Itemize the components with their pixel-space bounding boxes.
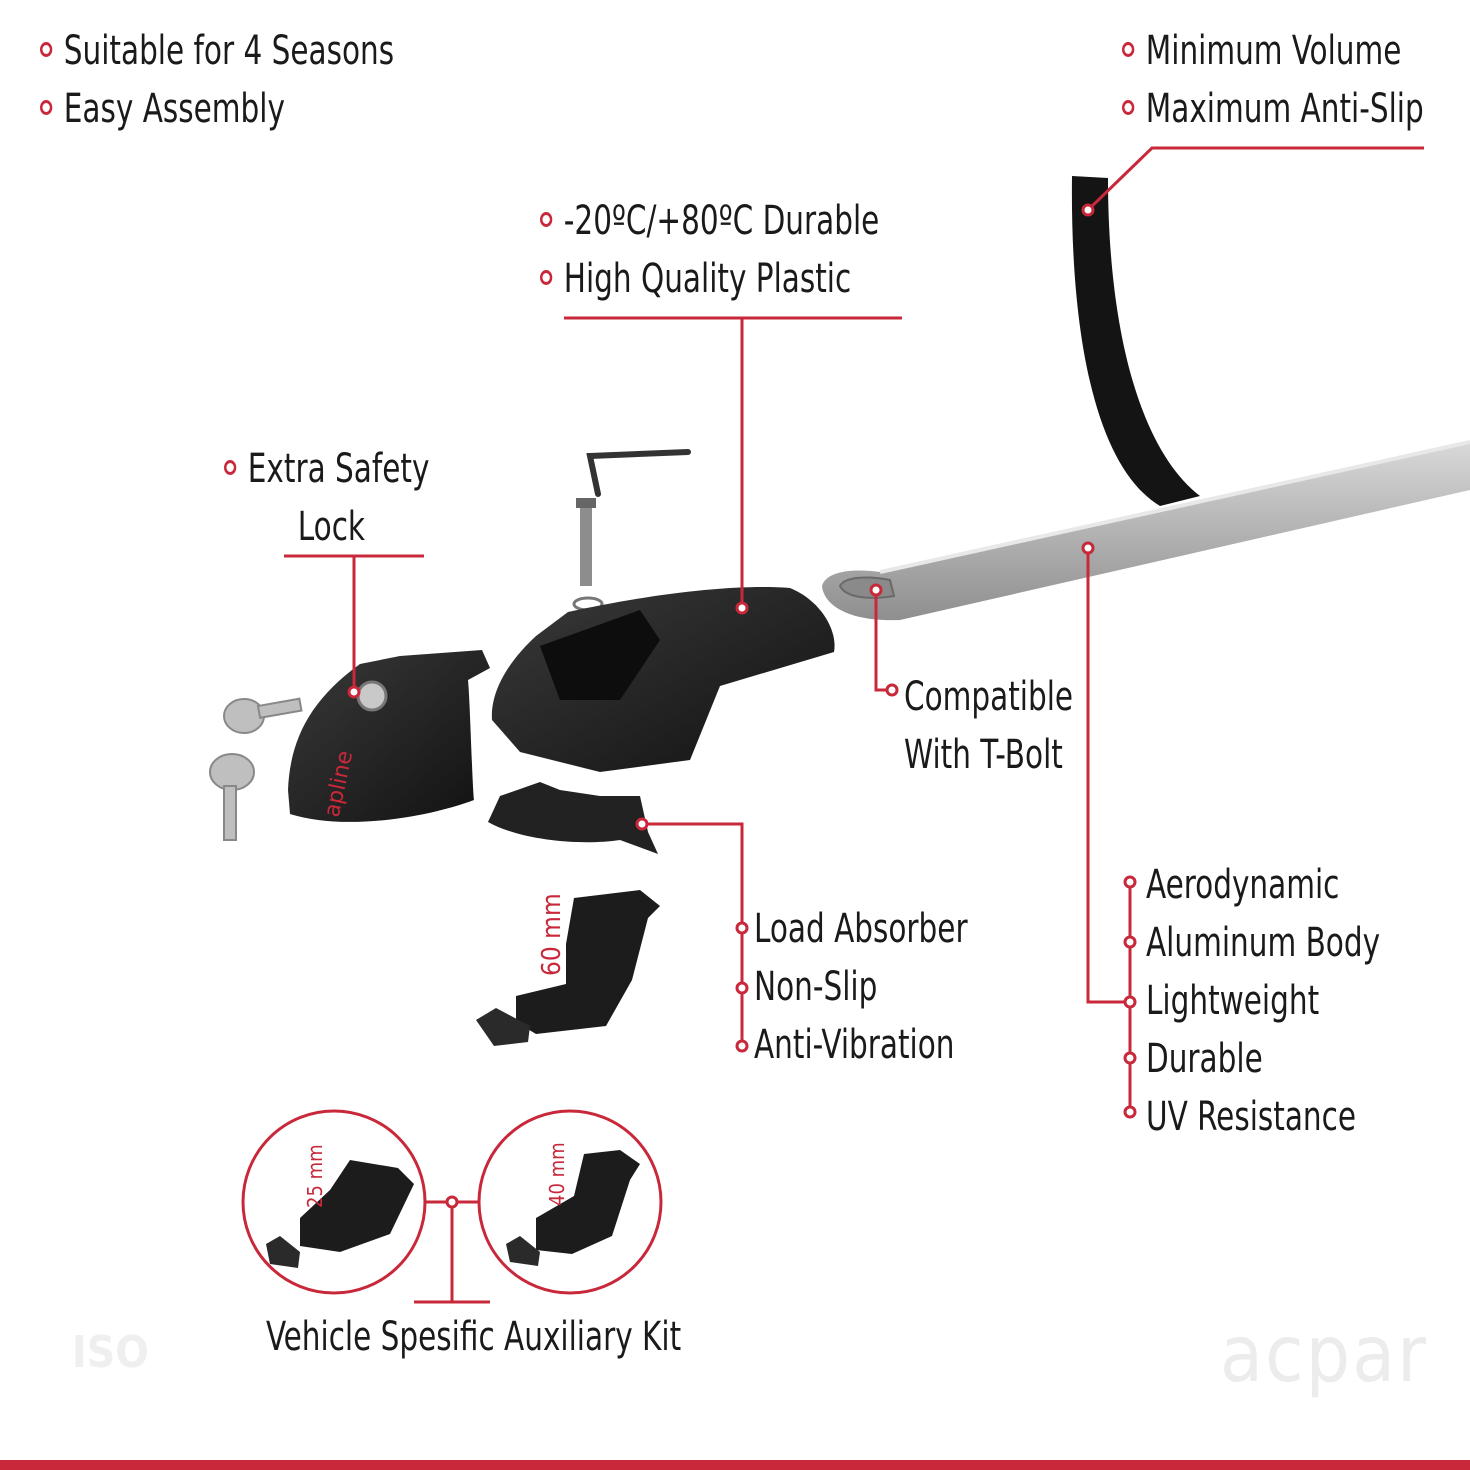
bar-top-highlight [879, 440, 1470, 574]
iso-watermark: ISO [72, 1327, 149, 1378]
feature-item: UV Resistance [1146, 1094, 1357, 1140]
absorber-insert [488, 782, 658, 854]
pad-40mm-size: 40 mm [545, 1142, 569, 1206]
bullet-icon [40, 99, 53, 115]
callout-lock [284, 554, 424, 692]
features-top-right: Minimum Volume Maximum Anti-Slip [1122, 22, 1424, 138]
pad-60mm-base [476, 1008, 530, 1046]
callout-absorber [642, 822, 744, 1046]
pad-25mm [300, 1160, 414, 1252]
pad-40mm [536, 1150, 640, 1254]
feature-item: Easy Assembly [40, 80, 394, 138]
callout-dots [347, 203, 1137, 1209]
feature-item: Durable [1146, 1036, 1263, 1082]
tbolt-label: Compatible With T-Bolt [904, 674, 1074, 778]
feature-item: Aerodynamic [1146, 862, 1340, 908]
bullet-icon [540, 211, 553, 227]
feature-item: -20ºC/+80ºC Durable [540, 192, 879, 250]
bar-features: Aerodynamic Aluminum Body Lightweight Du… [1146, 856, 1380, 1146]
key-icon [209, 697, 303, 841]
feature-item: Non-Slip [754, 964, 878, 1010]
feature-item: Suitable for 4 Seasons [40, 22, 394, 80]
feature-item: Aluminum Body [1146, 920, 1381, 966]
footer-accent-bar [0, 1460, 1470, 1470]
foot-housing [491, 587, 835, 772]
allen-key-icon [586, 449, 691, 497]
bullet-icon [40, 41, 53, 57]
bullet-icon [224, 459, 237, 475]
bolt-icon [580, 500, 592, 586]
lock-label: Extra Safety Lock [224, 440, 429, 556]
feature-item: Lightweight [1146, 978, 1320, 1024]
feature-item: Minimum Volume [1122, 22, 1424, 80]
lock-cylinder-icon [356, 680, 388, 712]
callout-plastic [564, 316, 902, 608]
pad-60mm-size: 60 mm [537, 893, 567, 976]
bullet-icon [1122, 99, 1135, 115]
feature-item: Load Absorber [754, 906, 968, 952]
bullet-icon [1122, 41, 1135, 57]
aluminum-bar [822, 442, 1470, 621]
rubber-strip [1071, 176, 1200, 506]
features-plastic: -20ºC/+80ºC Durable High Quality Plastic [540, 192, 879, 308]
bullet-icon [540, 269, 553, 285]
feature-item: Maximum Anti-Slip [1122, 80, 1424, 138]
callout-kit [414, 1200, 490, 1304]
features-top-left: Suitable for 4 Seasons Easy Assembly [40, 22, 394, 138]
pad-25mm-size: 25 mm [303, 1144, 327, 1208]
feature-item: Anti-Vibration [754, 1022, 955, 1068]
feature-item: Extra Safety [224, 440, 429, 498]
feature-item: High Quality Plastic [540, 250, 879, 308]
brand-watermark: acpar [1220, 1310, 1428, 1400]
callout-bar [1086, 548, 1132, 1112]
pad-60mm [516, 890, 660, 1034]
absorber-features: Load Absorber Non-Slip Anti-Vibration [754, 900, 968, 1074]
callout-rubber [1086, 146, 1424, 212]
lock-cover [288, 650, 490, 822]
kit-label: Vehicle Spesific Auxiliary Kit [266, 1314, 682, 1360]
